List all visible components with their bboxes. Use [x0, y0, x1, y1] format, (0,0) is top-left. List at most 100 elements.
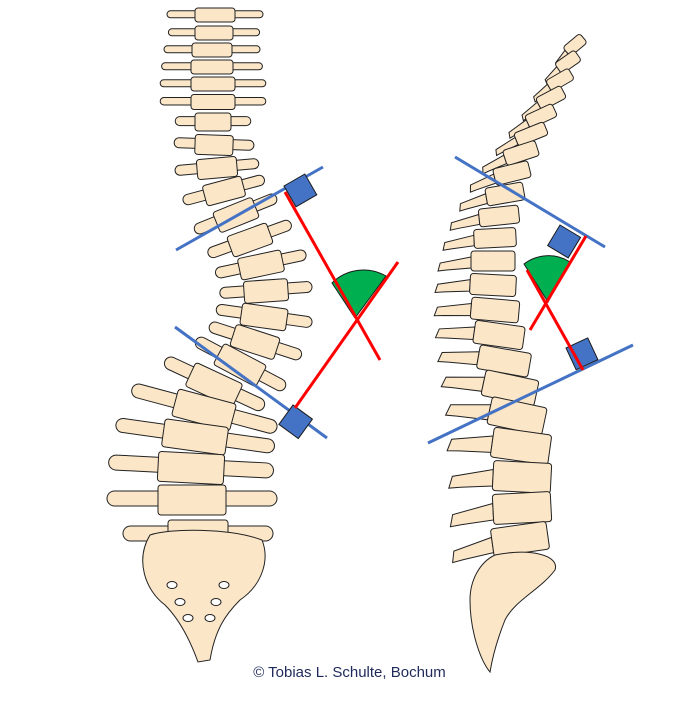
- vertebra: [434, 320, 526, 350]
- vertebral-body: [502, 140, 540, 166]
- vertebral-body: [524, 103, 558, 129]
- vertebral-body: [242, 278, 290, 304]
- sacral-foramen: [218, 581, 230, 589]
- vertebra: [452, 521, 550, 564]
- vertebra: [174, 156, 260, 180]
- vertebra: [449, 491, 553, 528]
- vertebral-body: [490, 521, 550, 557]
- spinous-process: [444, 404, 492, 421]
- right-angle-marker: [565, 337, 599, 371]
- vertebral-body: [239, 302, 289, 332]
- vertebra: [449, 204, 521, 231]
- perpendicular-line: [293, 261, 400, 409]
- vertebra: [166, 7, 264, 23]
- vertebral-body: [161, 418, 229, 456]
- vertebra: [163, 356, 266, 412]
- vertebral-body: [535, 85, 567, 111]
- vertebral-body: [546, 68, 574, 92]
- vertebral-body: [202, 175, 246, 207]
- vertebra: [115, 417, 275, 456]
- spinous-process: [434, 326, 476, 341]
- spinous-process: [437, 351, 480, 366]
- vertebra: [159, 76, 267, 92]
- vertebra: [219, 278, 313, 304]
- vertebral-body: [226, 222, 274, 258]
- sacral-foramen: [166, 581, 178, 589]
- spinous-process: [452, 536, 495, 564]
- vertebral-body: [213, 343, 267, 387]
- spinous-process: [437, 256, 472, 272]
- vertebra: [182, 174, 265, 207]
- sacral-foramen: [204, 614, 216, 622]
- vertebral-body: [195, 156, 239, 180]
- vertebra: [106, 484, 278, 516]
- vertebra: [446, 426, 552, 466]
- vertebral-body: [491, 460, 553, 494]
- vertebral-body: [190, 59, 234, 75]
- vertebra: [174, 112, 252, 132]
- vertebra: [108, 450, 274, 486]
- perpendicular-line: [528, 235, 588, 331]
- spinous-process: [434, 279, 471, 294]
- spinous-process: [449, 502, 495, 528]
- vertebra: [482, 140, 540, 175]
- vertebral-body: [194, 7, 236, 23]
- vertebral-body: [473, 227, 517, 249]
- vertebra: [167, 25, 261, 41]
- vertebral-body: [555, 50, 581, 74]
- sacral-foramen: [182, 614, 194, 622]
- perpendicular-line: [525, 269, 585, 371]
- cobb-angle-wedge: [331, 269, 387, 319]
- vertebral-body: [470, 250, 516, 272]
- vertebral-body: [492, 160, 532, 186]
- vertebral-body: [190, 94, 236, 110]
- vertebra: [161, 59, 263, 75]
- lateral-cobb-measurement: [427, 155, 634, 445]
- sacral-foramen: [210, 598, 222, 606]
- vertebra: [173, 133, 255, 157]
- vertebral-body: [190, 76, 236, 92]
- vertebral-body: [194, 112, 232, 132]
- vertebra: [437, 250, 516, 272]
- vertebra: [194, 336, 287, 392]
- vertebral-body: [194, 25, 234, 41]
- vertebral-body: [472, 320, 526, 350]
- vertebra: [163, 42, 261, 58]
- vertebral-body: [237, 249, 285, 281]
- vertebra: [434, 272, 517, 298]
- lateral-spine: [433, 34, 587, 674]
- cobb-angle-wedge: [523, 255, 571, 303]
- sacral-foramen: [174, 598, 186, 606]
- vertebral-body: [194, 133, 234, 157]
- spinous-process: [448, 468, 494, 489]
- vertebral-body: [157, 484, 227, 516]
- vertebral-body: [229, 324, 281, 360]
- vertebra: [448, 460, 553, 494]
- vertebra: [433, 296, 521, 324]
- right-angle-marker: [283, 173, 318, 208]
- frontal-cobb-measurement: [174, 165, 400, 440]
- spinous-process: [449, 213, 481, 231]
- vertebral-body: [469, 296, 521, 324]
- vertebra: [159, 94, 267, 110]
- sacrum: [142, 529, 266, 663]
- vertebral-body: [563, 34, 587, 56]
- vertebral-body: [469, 272, 517, 298]
- vertebral-body: [477, 204, 521, 228]
- spinous-process: [446, 435, 494, 453]
- right-angle-marker: [546, 224, 582, 259]
- spinous-process: [440, 376, 486, 392]
- vertebral-body: [191, 42, 233, 58]
- frontal-spine: [106, 7, 313, 663]
- vertebral-body: [156, 450, 226, 486]
- vertebral-body: [491, 491, 553, 525]
- lower-endplate-line: [427, 343, 634, 445]
- copyright-caption: © Tobias L. Schulte, Bochum: [253, 664, 446, 681]
- vertebra: [214, 249, 307, 281]
- vertebra: [207, 219, 292, 259]
- upper-endplate-line: [454, 155, 606, 249]
- perpendicular-line: [283, 191, 382, 361]
- vertebral-body: [490, 426, 552, 466]
